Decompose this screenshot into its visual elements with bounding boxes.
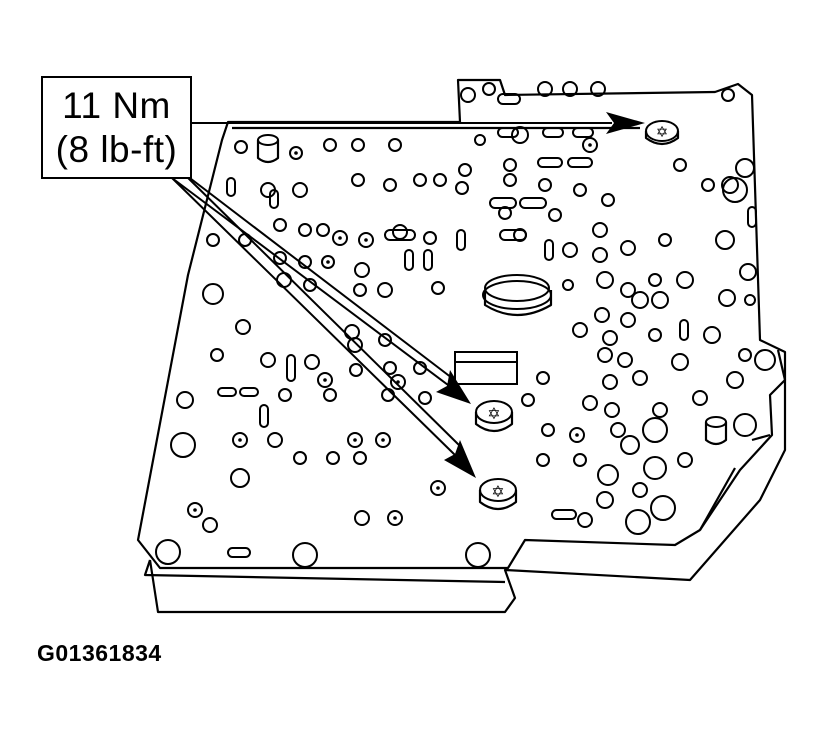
svg-text:✡: ✡ [491, 482, 504, 501]
figure-id-label: G01361834 [37, 640, 162, 666]
leader-arrow-icon [192, 112, 645, 134]
leader-arrow-icon [171, 171, 476, 478]
torque-metric-label: 11 Nm [62, 84, 171, 126]
valve-body-plate-icon [136, 78, 787, 614]
plate-holes [155, 81, 776, 568]
torx-bolt-icon: ✡ [478, 478, 518, 511]
torx-bolt-icon: ✡ [474, 400, 514, 433]
torx-bolt-icon: ✡ [644, 120, 680, 146]
torque-callout: 11 Nm (8 lb-ft) [41, 76, 192, 179]
svg-text:✡: ✡ [656, 123, 669, 141]
svg-text:✡: ✡ [487, 404, 500, 423]
leader-arrow-icon [171, 171, 471, 404]
torque-imperial-label: (8 lb-ft) [55, 128, 178, 170]
plate-slots [217, 93, 757, 558]
